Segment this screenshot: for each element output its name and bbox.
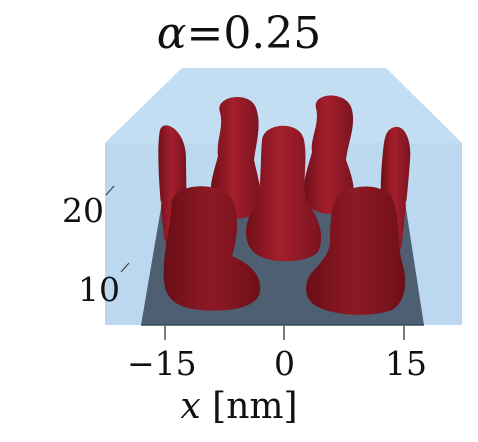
x-tick-label-neg15: −15: [127, 344, 197, 383]
title-symbol: α: [156, 8, 187, 59]
z-tick-mark-10: [120, 262, 130, 273]
x-axis-symbol: x: [180, 386, 201, 427]
blob-front-right: [306, 186, 406, 315]
blob-back-center-right: [303, 95, 354, 214]
blob-back-center-left: [210, 96, 261, 219]
blob-front-left: [163, 186, 261, 311]
x-axis-label: x [nm]: [0, 386, 478, 428]
z-tick-label-10: 10: [78, 270, 120, 309]
x-tick-label-0: 0: [274, 344, 295, 383]
box-front-face-right: [405, 143, 462, 325]
x-axis-unit: [nm]: [212, 386, 298, 427]
z-tick-label-20: 20: [62, 191, 104, 230]
blob-middle: [246, 125, 322, 262]
z-tick-mark-20: [105, 185, 115, 196]
plot-title: α=0.25: [0, 8, 478, 60]
title-value: 0.25: [223, 8, 322, 59]
x-tick-label-15: 15: [385, 344, 427, 383]
box-top-face: [105, 68, 462, 143]
box-front-face: [105, 143, 162, 325]
title-equals: =: [186, 8, 224, 59]
